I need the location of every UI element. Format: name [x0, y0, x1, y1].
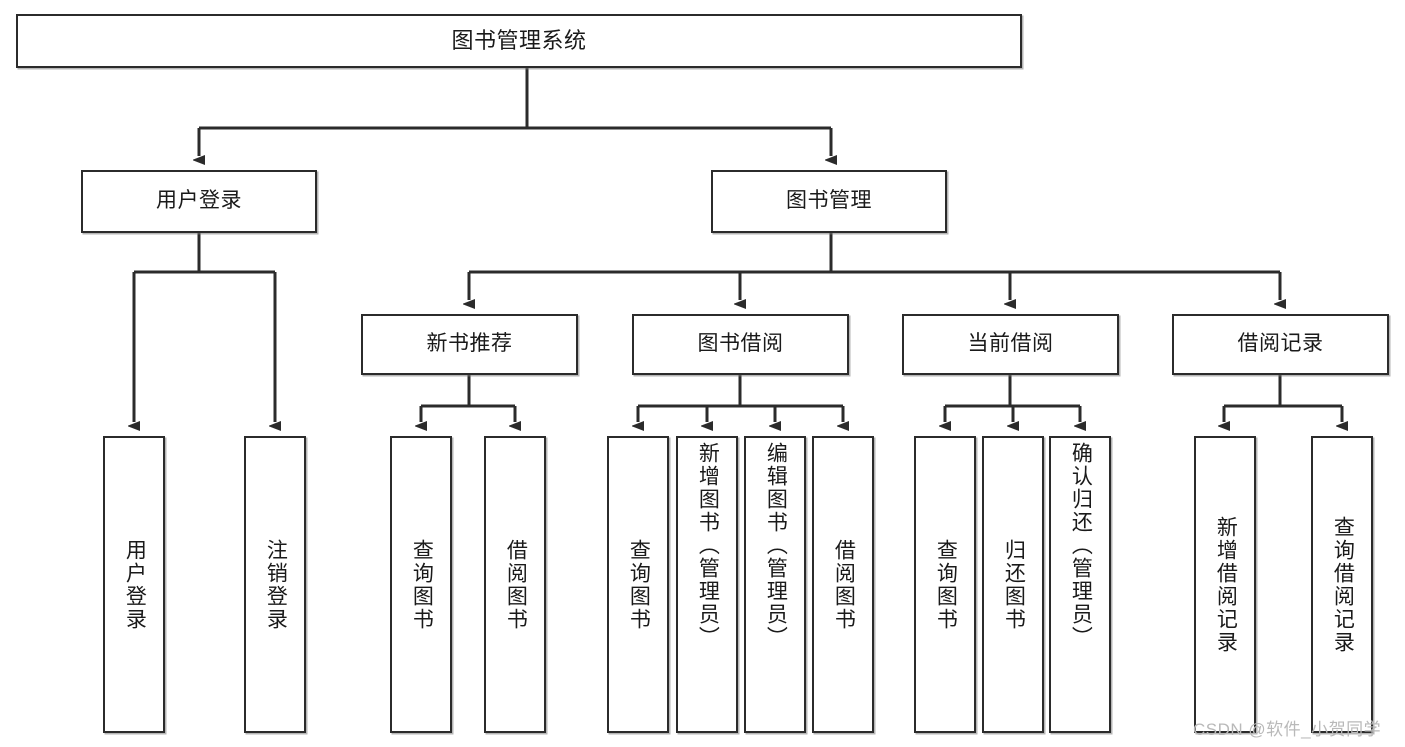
node-leaf-logout[interactable]: 注销登录: [244, 436, 306, 733]
node-leaf-confirm-return-label: 确认归还（管理员）: [1069, 442, 1093, 649]
node-book-borrow[interactable]: 图书借阅: [632, 314, 849, 375]
node-leaf-user-login[interactable]: 用户登录: [103, 436, 165, 733]
node-leaf-add-book[interactable]: 新增图书（管理员）: [676, 436, 738, 733]
node-user-login-label: 用户登录: [156, 189, 242, 213]
node-leaf-query-book-3[interactable]: 查询图书: [914, 436, 976, 733]
node-leaf-return-book-label: 归还图书: [1002, 538, 1026, 631]
node-leaf-edit-book-label: 编辑图书（管理员）: [764, 442, 788, 649]
node-leaf-add-record[interactable]: 新增借阅记录: [1194, 436, 1256, 733]
node-user-login[interactable]: 用户登录: [81, 170, 317, 233]
node-leaf-add-book-label: 新增图书（管理员）: [696, 442, 720, 649]
node-root-label: 图书管理系统: [451, 28, 587, 54]
node-leaf-query-book-1[interactable]: 查询图书: [390, 436, 452, 733]
node-leaf-query-book-3-label: 查询图书: [934, 538, 958, 631]
node-leaf-borrow-book-2-label: 借阅图书: [832, 538, 856, 631]
node-leaf-borrow-book-2[interactable]: 借阅图书: [812, 436, 874, 733]
node-leaf-borrow-book-1[interactable]: 借阅图书: [484, 436, 546, 733]
node-leaf-query-book-1-label: 查询图书: [410, 538, 434, 631]
watermark-text: CSDN @软件_小贺同学: [1193, 720, 1382, 739]
node-new-book-rec-label: 新书推荐: [426, 332, 513, 356]
node-leaf-user-login-label: 用户登录: [123, 538, 147, 631]
node-leaf-query-book-2[interactable]: 查询图书: [607, 436, 669, 733]
node-root[interactable]: 图书管理系统: [16, 14, 1022, 68]
node-book-borrow-label: 图书借阅: [697, 332, 784, 356]
node-book-manage[interactable]: 图书管理: [711, 170, 947, 233]
node-leaf-edit-book[interactable]: 编辑图书（管理员）: [744, 436, 806, 733]
node-new-book-rec[interactable]: 新书推荐: [361, 314, 578, 375]
node-leaf-logout-label: 注销登录: [264, 538, 288, 631]
node-leaf-add-record-label: 新增借阅记录: [1214, 515, 1238, 654]
node-current-borrow-label: 当前借阅: [967, 332, 1054, 356]
node-leaf-borrow-book-1-label: 借阅图书: [504, 538, 528, 631]
node-borrow-record-label: 借阅记录: [1237, 332, 1324, 356]
node-leaf-query-record[interactable]: 查询借阅记录: [1311, 436, 1373, 733]
node-leaf-query-record-label: 查询借阅记录: [1331, 515, 1355, 654]
node-leaf-confirm-return[interactable]: 确认归还（管理员）: [1049, 436, 1111, 733]
node-leaf-return-book[interactable]: 归还图书: [982, 436, 1044, 733]
node-borrow-record[interactable]: 借阅记录: [1172, 314, 1389, 375]
node-leaf-query-book-2-label: 查询图书: [627, 538, 651, 631]
node-current-borrow[interactable]: 当前借阅: [902, 314, 1119, 375]
node-book-manage-label: 图书管理: [786, 189, 872, 213]
